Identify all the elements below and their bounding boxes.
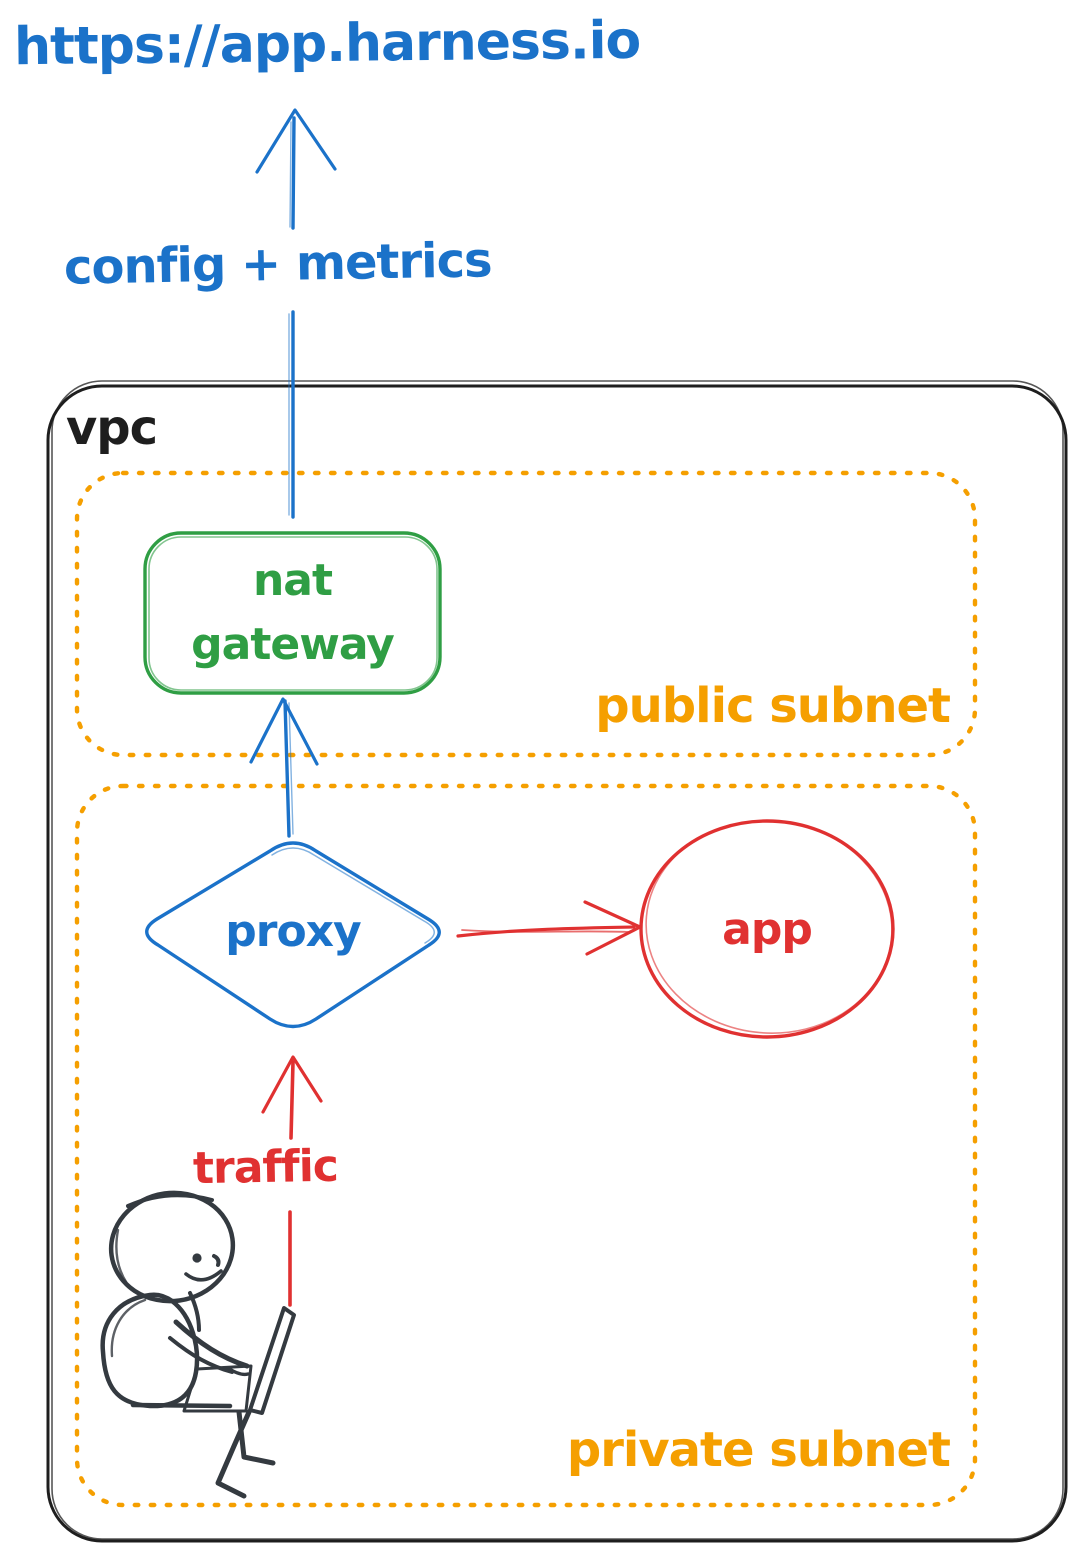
app-label: app [722, 904, 813, 955]
nat-gateway-label-line2: gateway [191, 619, 395, 670]
person-figure [100, 1190, 296, 1499]
nat-gateway-box [143, 531, 442, 695]
arrow-traffic [261, 1055, 323, 1307]
person-body [100, 1291, 233, 1409]
private-subnet-label: private subnet [566, 1422, 951, 1478]
person-arm [168, 1319, 250, 1377]
public-subnet-label: public subnet [595, 678, 951, 734]
external-url-label: https://app.harness.io [13, 10, 641, 78]
person-head [108, 1190, 236, 1304]
config-metrics-label: config + metrics [63, 232, 493, 296]
arrow-proxy-to-app [456, 900, 642, 956]
proxy-diamond [145, 841, 441, 1029]
vpc-label: vpc [66, 400, 158, 456]
proxy-label: proxy [225, 906, 362, 957]
app-circle [639, 819, 895, 1039]
nat-gateway-label: nat gateway [145, 533, 440, 693]
traffic-label: traffic [192, 1140, 339, 1195]
vpc-box [46, 380, 1068, 1543]
public-subnet-box [74, 470, 978, 758]
person-legs [215, 1409, 276, 1499]
nat-gateway-label-line1: nat [252, 555, 333, 607]
arrow-proxy-to-nat [249, 697, 319, 838]
arrow-config-metrics [255, 108, 337, 519]
private-subnet-box [74, 783, 978, 1508]
laptop-icon [182, 1306, 296, 1415]
